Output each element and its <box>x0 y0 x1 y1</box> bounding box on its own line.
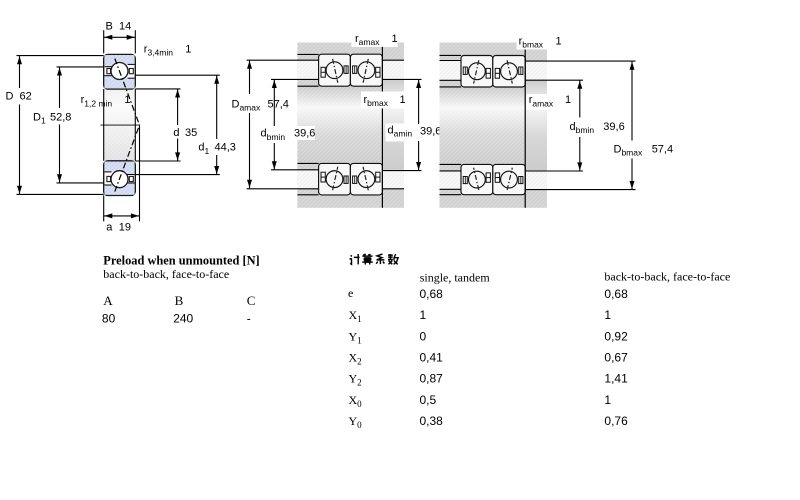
svg-text:D: D <box>6 91 14 103</box>
svg-text:240: 240 <box>173 311 193 325</box>
svg-text:X0: X0 <box>349 393 363 409</box>
svg-text:B: B <box>106 21 113 33</box>
svg-text:39,6: 39,6 <box>420 126 441 138</box>
svg-text:0: 0 <box>420 329 427 343</box>
svg-text:0,68: 0,68 <box>604 287 628 301</box>
svg-text:e: e <box>348 286 353 300</box>
svg-text:back-to-back, face-to-face: back-to-back, face-to-face <box>604 270 730 284</box>
svg-text:19: 19 <box>119 222 131 234</box>
svg-text:35: 35 <box>185 127 197 139</box>
svg-text:B: B <box>175 293 184 308</box>
svg-text:-: - <box>247 311 251 325</box>
svg-text:a: a <box>106 222 113 234</box>
svg-text:0,68: 0,68 <box>420 287 444 301</box>
svg-text:back-to-back, face-to-face: back-to-back, face-to-face <box>103 267 229 281</box>
svg-text:62: 62 <box>20 91 32 103</box>
svg-text:0,5: 0,5 <box>420 393 437 407</box>
svg-text:0,92: 0,92 <box>604 329 628 343</box>
svg-text:1,41: 1,41 <box>604 372 628 386</box>
svg-text:Y2: Y2 <box>349 372 362 388</box>
svg-text:Y0: Y0 <box>349 414 363 430</box>
svg-text:Y1: Y1 <box>349 329 362 345</box>
svg-text:0,41: 0,41 <box>420 350 444 364</box>
svg-text:d: d <box>173 127 179 139</box>
svg-text:0,76: 0,76 <box>604 414 628 428</box>
svg-text:C: C <box>247 293 256 308</box>
svg-text:1: 1 <box>420 308 427 322</box>
svg-text:X2: X2 <box>349 350 362 366</box>
svg-text:0,87: 0,87 <box>420 372 444 386</box>
svg-text:0,38: 0,38 <box>420 414 444 428</box>
svg-text:80: 80 <box>102 311 116 325</box>
svg-text:X1: X1 <box>349 308 362 324</box>
svg-text:1: 1 <box>604 393 611 407</box>
svg-text:14: 14 <box>119 21 131 33</box>
svg-text:single, tandem: single, tandem <box>420 270 491 284</box>
svg-text:0,67: 0,67 <box>604 350 628 364</box>
svg-text:Preload when unmounted [N]: Preload when unmounted [N] <box>103 253 259 267</box>
svg-text:damin: damin <box>388 124 413 138</box>
svg-text:1: 1 <box>604 308 611 322</box>
svg-text:A: A <box>103 293 113 308</box>
